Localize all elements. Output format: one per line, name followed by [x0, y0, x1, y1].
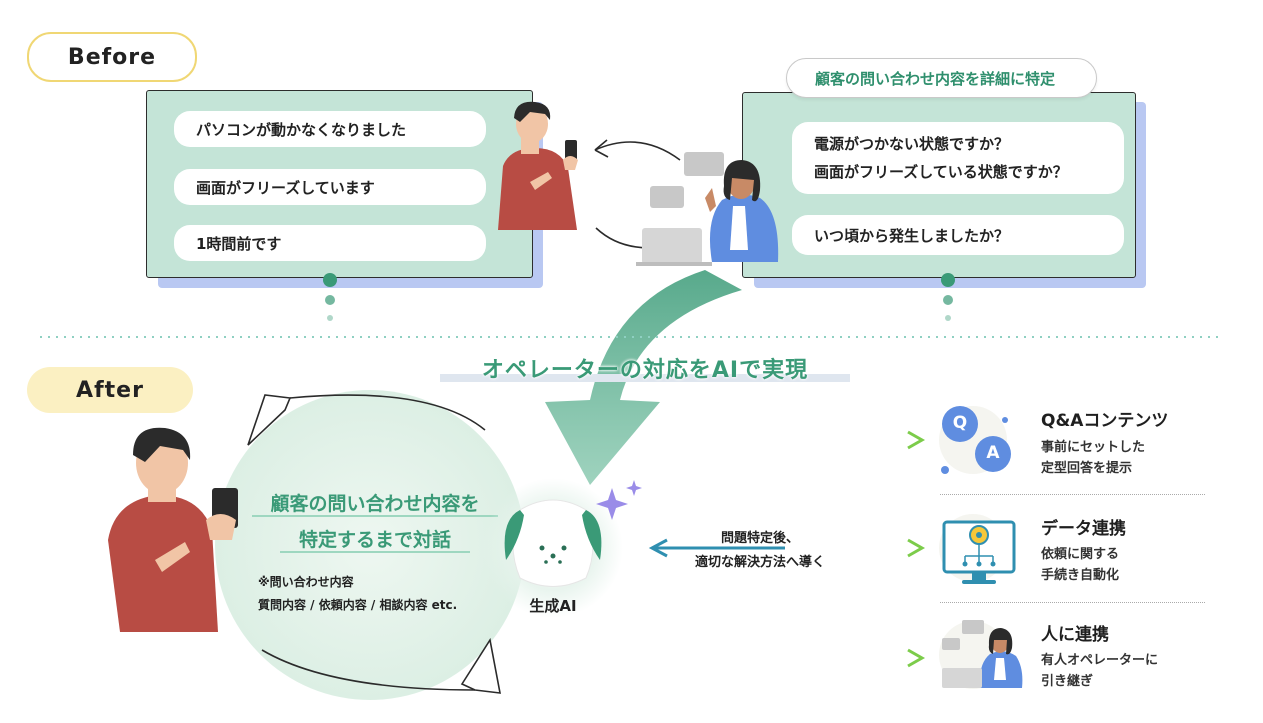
ai-label: 生成AI: [529, 597, 577, 615]
customer-message-2: 画面がフリーズしています: [174, 169, 486, 205]
before-label: Before: [27, 32, 197, 82]
outcome-human-desc-1: 有人オペレーターに: [1041, 653, 1159, 668]
outcome-data-desc-1: 依頼に関する: [1041, 547, 1120, 562]
transition-arrow: [545, 270, 742, 485]
operator-question-2: いつ頃から発生しましたか？: [792, 215, 1124, 255]
banner-underline: [440, 374, 850, 382]
after-headline-line2: 特定するまで対話: [298, 529, 451, 551]
transition-banner: オペレーターの対応をAIで実現: [481, 358, 809, 383]
outcome-data-desc-2: 手続き自動化: [1041, 568, 1120, 583]
operator-question-1-line1: 電源がつかない状態ですか？: [814, 135, 1010, 153]
left-card-dot-2: [325, 295, 335, 305]
outcome-human-title: 人に連携: [1041, 625, 1109, 645]
outcome-qa-desc-1: 事前にセットした: [1041, 440, 1146, 455]
monitor-gear-icon: [939, 514, 1016, 584]
outcome-qa-desc-2: 定型回答を提示: [1041, 461, 1133, 476]
outcome-separator-2: [940, 602, 1205, 603]
operator-question-1: 電源がつかない状態ですか？ 画面がフリーズしている状態ですか？: [792, 122, 1124, 194]
operator-header-bubble: 顧客の問い合わせ内容を詳細に特定: [786, 58, 1097, 98]
connector-lines: [648, 430, 926, 668]
qa-letter-a: A: [986, 443, 1000, 463]
left-card-dot-3: [327, 315, 333, 321]
customer-message-3: 1時間前です: [174, 225, 486, 261]
outcome-qa-title: Q&Aコンテンツ: [1041, 411, 1169, 431]
qa-bubbles-icon: [939, 406, 1011, 474]
cycle-arrows: [247, 394, 501, 694]
after-label: After: [27, 367, 193, 413]
operator-icon: [939, 620, 1023, 689]
outcome-human-desc-2: 引き継ぎ: [1041, 674, 1094, 689]
sparkle-icon: [596, 480, 642, 520]
inquiry-note-title: ※問い合わせ内容: [258, 575, 354, 589]
center-text-line1: 問題特定後、: [690, 527, 830, 546]
left-card-dot-1: [323, 273, 337, 287]
customer-illustration: [498, 101, 578, 230]
right-card-dot-2: [943, 295, 953, 305]
after-customer-illustration: [108, 427, 238, 632]
outcome-separator-1: [940, 494, 1205, 495]
dialog-circle: [215, 390, 525, 700]
outcome-data-title: データ連携: [1041, 519, 1126, 539]
after-headline-line1: 顧客の問い合わせ内容を: [270, 493, 480, 515]
operator-question-1-line2: 画面がフリーズしている状態ですか？: [814, 163, 1068, 181]
customer-message-1: パソコンが動かなくなりました: [174, 111, 486, 147]
operator-illustration: [636, 152, 779, 266]
right-card-dot-1: [941, 273, 955, 287]
qa-letter-q: Q: [952, 413, 968, 433]
center-text-line2: 適切な解決方法へ導く: [690, 551, 830, 570]
inquiry-note-items: 質問内容 / 依頼内容 / 相談内容 etc.: [258, 598, 458, 612]
right-card-dot-3: [945, 315, 951, 321]
ai-character-icon: [504, 499, 602, 587]
